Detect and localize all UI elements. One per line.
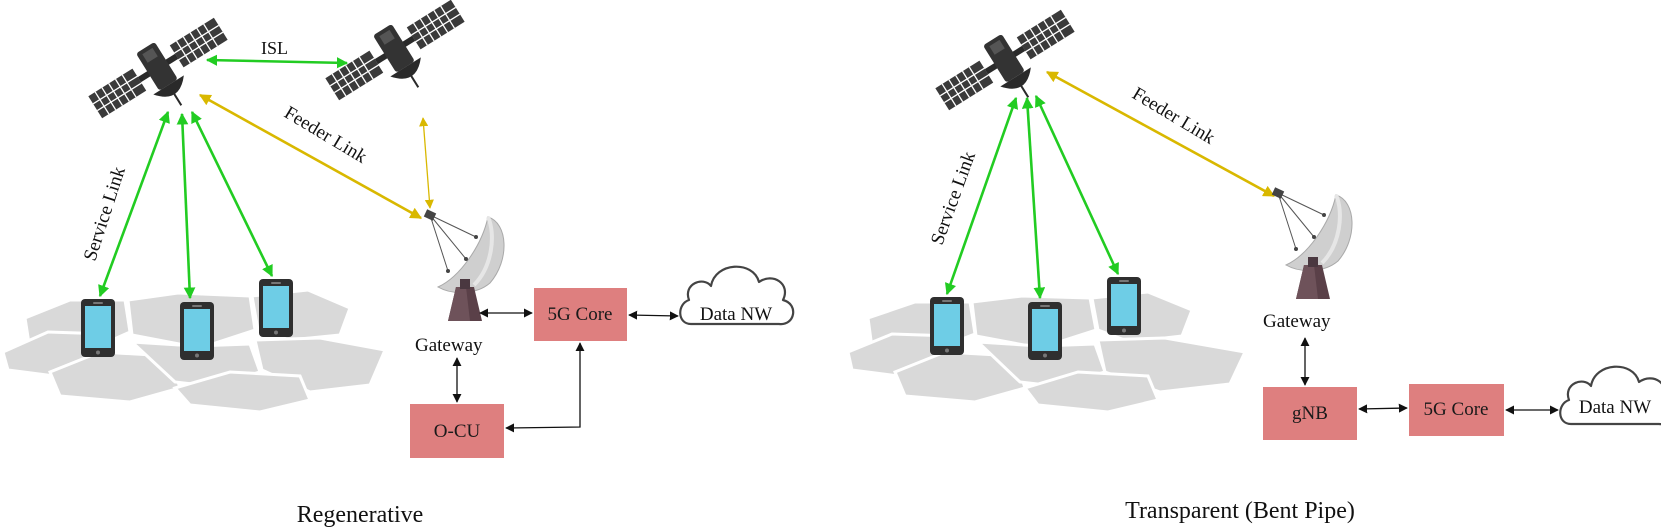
gnb-box bbox=[1263, 387, 1357, 440]
data-network-label: Data NW bbox=[1579, 397, 1651, 418]
o-cu-box bbox=[410, 404, 504, 458]
service-link-label: Service Link bbox=[927, 148, 980, 247]
transparent-caption: Transparent (Bent Pipe) bbox=[1125, 498, 1355, 524]
user-phone-icon bbox=[180, 302, 214, 360]
feeder-link-arrow bbox=[1045, 70, 1276, 198]
5g-core-box bbox=[534, 288, 627, 341]
user-phone-icon bbox=[1107, 277, 1141, 335]
gateway-dish-icon bbox=[1269, 185, 1355, 301]
user-phone-icon bbox=[1028, 302, 1062, 360]
service-link-label: Service Link bbox=[80, 164, 130, 264]
isl-label: ISL bbox=[261, 38, 288, 58]
regenerative-panel: ISL Service Link Feeder Link Gateway 5G … bbox=[1, 0, 795, 528]
gateway-label: Gateway bbox=[1263, 311, 1331, 332]
regenerative-caption: Regenerative bbox=[297, 502, 424, 528]
5g-core-label: 5G Core bbox=[548, 304, 613, 325]
service-link-arrows-left bbox=[98, 110, 274, 300]
feeder-link-label: Feeder Link bbox=[280, 102, 370, 168]
data-network-label: Data NW bbox=[700, 304, 772, 325]
connector-arrows-right bbox=[1300, 337, 1559, 415]
gnb-label: gNB bbox=[1292, 403, 1328, 424]
isl-link-arrow bbox=[205, 54, 349, 69]
5g-core-label: 5G Core bbox=[1424, 399, 1489, 420]
gateway-dish-icon bbox=[421, 207, 507, 323]
user-phone-icon bbox=[930, 297, 964, 355]
transparent-panel: Service Link Feeder Link Gateway gNB 5G … bbox=[846, 0, 1661, 524]
5g-core-box bbox=[1409, 384, 1504, 436]
connector-arrows-left bbox=[452, 308, 679, 433]
feeder-link-label: Feeder Link bbox=[1128, 83, 1218, 149]
o-cu-label: O-CU bbox=[434, 421, 481, 442]
user-phone-icon bbox=[81, 299, 115, 357]
isl-to-gateway-link bbox=[419, 117, 434, 209]
feeder-link-arrow bbox=[198, 93, 423, 220]
user-phone-icon bbox=[259, 279, 293, 337]
gateway-label: Gateway bbox=[415, 335, 483, 356]
service-link-arrows-right bbox=[944, 94, 1120, 300]
